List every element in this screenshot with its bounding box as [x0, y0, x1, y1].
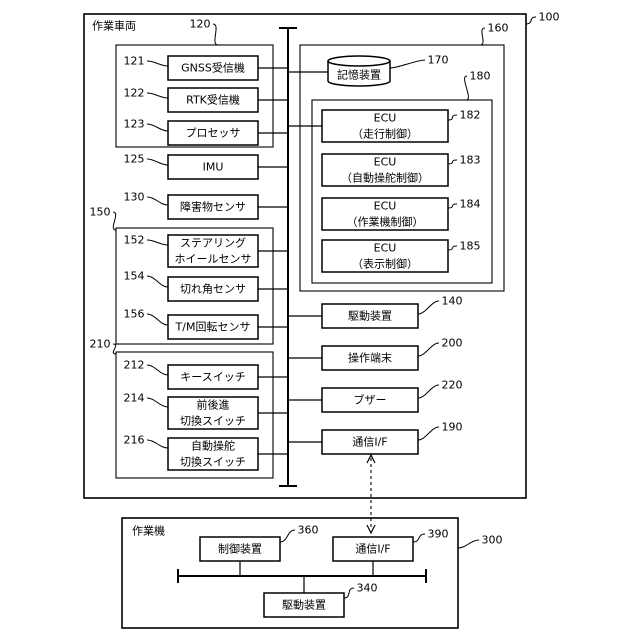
- box-ecu185-label-line2: （表示制御）: [352, 257, 418, 271]
- box-storage-ref: 170: [428, 54, 449, 67]
- box-buzzer-label: ブザー: [354, 393, 387, 407]
- box-steering-ref: 152: [124, 234, 145, 247]
- box-gnss-label: GNSS受信機: [181, 61, 245, 75]
- box-rtk-ref: 122: [124, 87, 145, 100]
- box-rtk-leader: [147, 93, 168, 98]
- box-processor-ref: 123: [124, 118, 145, 131]
- box-angle-ref: 154: [124, 270, 145, 283]
- box-steering-label-line1: ステアリング: [180, 236, 246, 250]
- box-obstacle-ref: 130: [124, 191, 145, 204]
- box-processor-label: プロセッサ: [186, 127, 241, 140]
- box-drive-leader: [418, 301, 439, 314]
- box-rtk-label: RTK受信機: [186, 93, 240, 107]
- box-implement-control-ref: 360: [298, 524, 319, 537]
- box-autosteer-label-line2: 切換スイッチ: [180, 456, 246, 469]
- box-implement-drive-label: 駆動装置: [282, 598, 326, 612]
- group-180-ref: 180: [470, 70, 491, 83]
- box-fwdrev-label-line1: 前後進: [197, 398, 230, 412]
- box-comm-leader: [418, 427, 439, 440]
- box-obstacle-label: 障害物センサ: [180, 200, 246, 214]
- group-120-ref: 120: [190, 18, 211, 31]
- box-gnss-ref: 121: [124, 55, 145, 68]
- box-ecu184-leader: [448, 204, 457, 208]
- box-key-label: キースイッチ: [180, 371, 245, 384]
- box-ecu185-label-line1: ECU: [374, 242, 397, 255]
- box-angle-leader: [147, 276, 168, 287]
- group-120-leader: [213, 24, 218, 45]
- box-ecu183-label-line2: （自動操舵制御）: [341, 171, 429, 185]
- vehicle-leader: [526, 17, 536, 24]
- box-comm-ref: 190: [442, 421, 463, 434]
- box-autosteer-label-line1: 自動操舵: [191, 439, 235, 453]
- box-ecu183-ref: 183: [460, 154, 481, 167]
- box-ecu183-leader: [448, 160, 457, 164]
- box-steering-label-line2: ホイールセンサ: [175, 253, 252, 266]
- vehicle-ref: 100: [539, 11, 560, 24]
- box-ecu182-label-line1: ECU: [374, 112, 397, 125]
- box-terminal-label: 操作端末: [348, 351, 392, 365]
- box-implement-drive-ref: 340: [357, 582, 378, 595]
- box-implement-comm-label: 通信I/F: [355, 543, 390, 556]
- box-ecu184-label-line2: （作業機制御）: [347, 215, 424, 229]
- box-fwdrev-label-line2: 切換スイッチ: [180, 415, 246, 428]
- group-150-ref: 150: [90, 206, 111, 219]
- box-terminal-leader: [418, 343, 439, 356]
- box-gnss-leader: [147, 61, 168, 66]
- box-implement-comm-leader: [413, 534, 425, 542]
- group-180-leader: [465, 76, 469, 100]
- box-terminal-ref: 200: [442, 337, 463, 350]
- box-ecu182-leader: [448, 115, 457, 120]
- group-150-leader: [113, 212, 116, 230]
- box-tm-label: T/M回転センサ: [175, 321, 251, 334]
- box-ecu184-ref: 184: [460, 198, 481, 211]
- box-implement-control-leader: [280, 530, 295, 542]
- box-imu-leader: [147, 159, 168, 165]
- implement-title: 作業機: [132, 524, 165, 538]
- box-comm-label: 通信I/F: [352, 436, 387, 449]
- box-obstacle-leader: [147, 197, 168, 205]
- box-buzzer-leader: [418, 385, 439, 398]
- box-ecu182-ref: 182: [460, 109, 481, 122]
- box-imu-ref: 125: [124, 153, 145, 166]
- box-storage-leader: [390, 60, 425, 68]
- box-tm-ref: 156: [124, 308, 145, 321]
- group-160-leader: [480, 28, 485, 45]
- implement-ref: 300: [482, 534, 503, 547]
- box-fwdrev-leader: [147, 398, 168, 407]
- box-implement-drive-leader: [344, 588, 354, 598]
- box-drive-label: 駆動装置: [348, 309, 392, 323]
- box-ecu185-leader: [448, 246, 457, 250]
- box-tm-leader: [147, 314, 168, 325]
- box-processor-leader: [147, 124, 168, 131]
- storage-top: [328, 56, 390, 66]
- box-angle-label: 切れ角センサ: [180, 283, 246, 296]
- box-implement-control-label: 制御装置: [218, 542, 262, 556]
- box-storage-label: 記憶装置: [337, 68, 381, 82]
- box-implement-comm-ref: 390: [428, 528, 449, 541]
- box-imu-label: IMU: [203, 161, 224, 174]
- box-steering-leader: [147, 240, 168, 245]
- group-210-ref: 210: [90, 338, 111, 351]
- group-160-ref: 160: [488, 22, 509, 35]
- box-ecu184-label-line1: ECU: [374, 200, 397, 213]
- vehicle-title: 作業車両: [92, 19, 136, 33]
- box-key-ref: 212: [124, 359, 145, 372]
- box-autosteer-ref: 216: [124, 434, 145, 447]
- box-autosteer-leader: [147, 440, 168, 448]
- box-drive-ref: 140: [442, 295, 463, 308]
- box-ecu185-ref: 185: [460, 240, 481, 253]
- box-fwdrev-ref: 214: [124, 392, 145, 405]
- box-ecu182-label-line2: （走行制御）: [352, 127, 418, 141]
- box-key-leader: [147, 365, 168, 375]
- box-buzzer-ref: 220: [442, 379, 463, 392]
- implement-leader: [458, 540, 479, 548]
- box-ecu183-label-line1: ECU: [374, 156, 397, 169]
